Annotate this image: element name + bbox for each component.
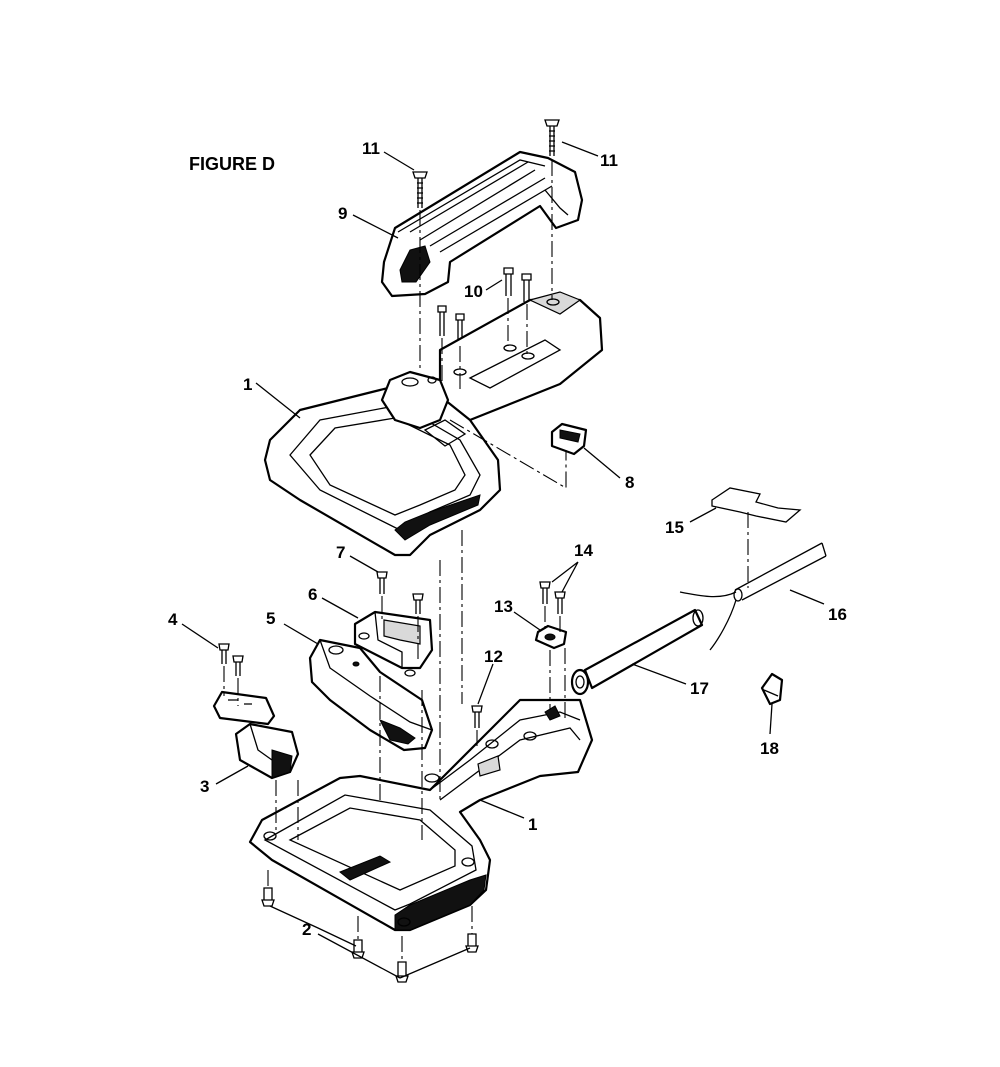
callout-1-top-housing: 1: [243, 375, 252, 394]
callout-1-base-housing: 1: [528, 815, 537, 834]
callout-4: 4: [168, 610, 178, 629]
callout-8: 8: [625, 473, 634, 492]
callout-5: 5: [266, 609, 275, 628]
part-18-wire-nut: [760, 672, 784, 706]
part-13-cord-clamp: [534, 624, 568, 650]
alignment-lines: [223, 160, 749, 962]
part-2-screws: [261, 887, 479, 983]
part-11-screw-right: [544, 119, 560, 156]
part-9-carry-handle: [380, 150, 584, 298]
part-handle-base: [438, 291, 604, 422]
callout-3: 3: [200, 777, 209, 796]
callout-14: 14: [574, 541, 593, 560]
callout-17: 17: [690, 679, 709, 698]
part-15-label: [711, 487, 802, 523]
part-6-switch-bracket: [353, 610, 434, 677]
callout-6: 6: [308, 585, 317, 604]
callout-7: 7: [336, 543, 345, 562]
part-12-screw: [471, 705, 483, 728]
callout-16: 16: [828, 605, 847, 624]
part-11-screw-left: [412, 171, 428, 208]
part-17-cord-sleeve: [570, 608, 704, 696]
leader-lines: [181, 141, 825, 979]
callout-13: 13: [494, 597, 513, 616]
figure-title: FIGURE D: [189, 154, 275, 174]
part-7-screws: [376, 571, 424, 614]
part-5-switch-actuator: [308, 638, 434, 752]
part-3-switch: [212, 690, 300, 780]
part-8-rocker-switch: [550, 422, 588, 456]
callout-11-right: 11: [600, 151, 618, 170]
part-16-power-cord: [679, 542, 827, 651]
callout-2: 2: [302, 920, 311, 939]
callout-11-left: 11: [362, 139, 380, 158]
part-1-top-housing: [263, 370, 502, 557]
part-1-base-housing: [248, 698, 594, 932]
callout-15: 15: [665, 518, 684, 537]
part-4-screws: [218, 643, 244, 676]
callout-labels: 11 11 9 10 1 8 15 7 14 6 13 16 5 4 12 17…: [168, 139, 847, 939]
part-10-screws: [437, 267, 532, 344]
callout-12: 12: [484, 647, 503, 666]
callout-18: 18: [760, 739, 779, 758]
part-14-screws: [539, 581, 566, 614]
callout-9: 9: [338, 204, 347, 223]
callout-10: 10: [464, 282, 483, 301]
